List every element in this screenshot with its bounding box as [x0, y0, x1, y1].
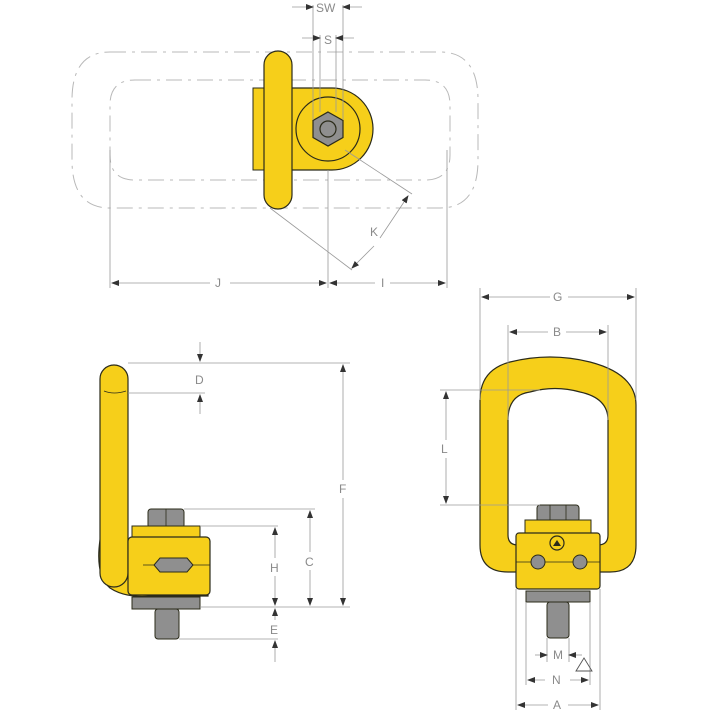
dim-label-h: H	[270, 561, 279, 575]
front-top-collar	[524, 519, 592, 535]
side-view: D F C H E	[98, 342, 350, 662]
ghost-swing-outline	[71, 51, 479, 209]
dim-label-sw: SW	[316, 1, 336, 15]
dim-label-b: B	[553, 325, 561, 339]
dim-label-c: C	[305, 555, 314, 569]
ring-opening	[507, 387, 609, 546]
dim-label-n: N	[552, 673, 561, 687]
hex-bolt-head	[312, 111, 344, 147]
pin-right	[572, 554, 588, 570]
dim-label-g: G	[553, 290, 562, 304]
front-washer	[525, 590, 591, 603]
bolt-socket	[319, 120, 337, 138]
dim-label-k: K	[370, 225, 378, 239]
pin-left	[530, 554, 546, 570]
dim-label-s: S	[324, 33, 332, 47]
dim-label-i: I	[381, 276, 384, 290]
side-washer	[131, 596, 201, 610]
side-thread	[154, 608, 180, 640]
dim-label-d: D	[195, 373, 204, 387]
side-top-collar	[131, 525, 201, 539]
torque-warning-icon	[575, 657, 593, 672]
dim-label-l: L	[441, 442, 448, 456]
front-bolt-head	[536, 504, 580, 523]
front-swivel-body	[515, 532, 601, 590]
front-view: G B L M N A	[440, 288, 637, 712]
dim-label-j: J	[215, 276, 221, 290]
top-view: SW S K J I	[71, 1, 479, 290]
dim-label-f: F	[339, 482, 346, 496]
dim-label-e: E	[270, 623, 278, 637]
side-ring-bar	[99, 364, 129, 588]
ring-bar	[263, 50, 293, 210]
dim-label-m: M	[553, 648, 563, 662]
front-thread	[546, 601, 570, 639]
dim-label-a: A	[553, 698, 561, 712]
side-pin	[153, 557, 194, 573]
